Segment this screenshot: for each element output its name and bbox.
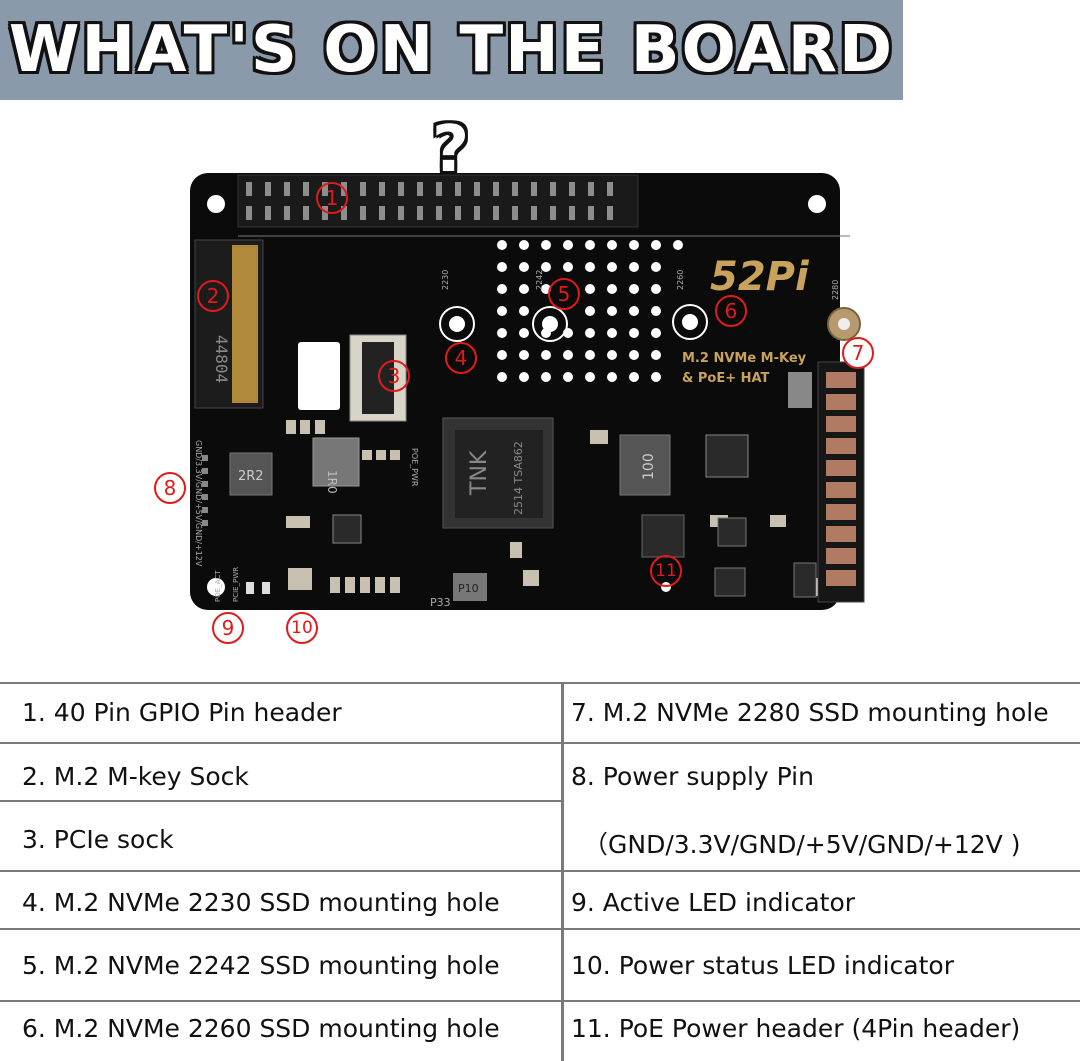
legend-item-6: 6. M.2 NVMe 2260 SSD mounting hole [22, 1014, 500, 1043]
legend-item-4: 4. M.2 NVMe 2230 SSD mounting hole [22, 888, 500, 917]
svg-text:100: 100 [641, 453, 657, 480]
led-power [262, 582, 270, 594]
legend-item-8: 8. Power supply Pin [571, 762, 814, 791]
marker-5: 5 [548, 278, 580, 310]
marker-11: 11 [650, 555, 682, 587]
silk-power-pins: GND/3.3V/GND/+5V/GND/+12V [194, 440, 203, 567]
table-divider [0, 870, 1080, 872]
silk-p33: P33 [430, 596, 451, 609]
led-active [246, 582, 254, 594]
svg-text:1R0: 1R0 [325, 470, 339, 494]
hole-2242 [532, 306, 568, 342]
marker-6: 6 [715, 295, 747, 327]
product-name-line1: M.2 NVMe M-Key [682, 351, 807, 366]
mosfet-2 [717, 517, 747, 547]
board-cutout [298, 342, 340, 410]
silk-2260: 2260 [676, 270, 685, 290]
ic-chip [705, 434, 749, 478]
marker-7: 7 [842, 337, 874, 369]
legend-item-3: 3. PCIe sock [22, 825, 174, 854]
table-divider [0, 742, 1080, 744]
diode-p10 [453, 573, 487, 601]
silk-poe-act: POE_ACT [214, 570, 222, 602]
product-name-line2: & PoE+ HAT [682, 371, 770, 386]
pcb-body [190, 173, 840, 610]
silk-poe-pwr: POE_PWR [410, 448, 419, 487]
hole-2230 [439, 306, 475, 342]
capacitor [788, 372, 812, 408]
corner-hole-tr [808, 195, 826, 213]
right-pin-column [817, 361, 865, 603]
svg-text:P10: P10 [458, 582, 479, 595]
mosfet [714, 567, 746, 597]
legend-item-10: 10. Power status LED indicator [571, 951, 954, 980]
connector-silk: 44804 [212, 335, 231, 383]
chip-code: 2514 TSA862 [512, 441, 525, 515]
marker-3: 3 [378, 360, 410, 392]
page-title: WHAT'S ON THE BOARD ? [8, 13, 895, 187]
legend-item-11: 11. PoE Power header (4Pin header) [571, 1014, 1021, 1043]
inductor-1r0 [312, 437, 360, 487]
silk-2280: 2280 [831, 280, 840, 300]
marker-9: 9 [212, 612, 244, 644]
marker-10: 10 [286, 612, 318, 644]
smd-parts [286, 420, 786, 593]
m2-contacts [232, 245, 258, 403]
inductor-100 [619, 434, 671, 496]
table-column-divider [561, 682, 564, 1061]
svg-text:2R2: 2R2 [238, 469, 264, 484]
legend-table: 1. 40 Pin GPIO Pin header 2. M.2 M-key S… [0, 682, 1080, 1061]
ic-chip-small [332, 514, 362, 544]
table-divider [0, 800, 563, 802]
legend-item-1: 1. 40 Pin GPIO Pin header [22, 698, 342, 727]
poe-header [641, 514, 685, 558]
title-banner [0, 0, 903, 100]
legend-item-2: 2. M.2 M-key Sock [22, 762, 249, 791]
corner-hole-tl [207, 195, 225, 213]
table-divider [0, 928, 1080, 930]
marker-8: 8 [154, 472, 186, 504]
brand-logo: 52Pi [710, 254, 810, 300]
corner-hole-bl [207, 578, 225, 596]
silk-2230: 2230 [441, 270, 450, 290]
silk-2242: 2242 [535, 270, 544, 290]
table-divider [0, 1000, 1080, 1002]
mounting-hole-grid [497, 240, 683, 382]
chip-label: TNK [467, 450, 492, 496]
mosfet-3 [793, 562, 817, 598]
power-pin-header [202, 455, 208, 526]
marker-1: 1 [316, 182, 348, 214]
legend-item-8-detail: （GND/3.3V/GND/+5V/GND/+12V ) [583, 830, 1021, 859]
silk-pcie-pwr: PCIE_PWR [232, 567, 240, 602]
inductor-2r2 [229, 452, 273, 496]
board-image: 44804 2230 2242 2260 2280 52Pi [150, 150, 910, 650]
legend-item-5: 5. M.2 NVMe 2242 SSD mounting hole [22, 951, 500, 980]
pcb-drawing: 44804 2230 2242 2260 2280 52Pi [190, 173, 865, 610]
legend-item-7: 7. M.2 NVMe 2280 SSD mounting hole [571, 698, 1049, 727]
hole-2260 [672, 304, 708, 340]
marker-2: 2 [197, 280, 229, 312]
legend-item-9: 9. Active LED indicator [571, 888, 856, 917]
table-border-top [0, 682, 1080, 684]
marker-4: 4 [445, 342, 477, 374]
